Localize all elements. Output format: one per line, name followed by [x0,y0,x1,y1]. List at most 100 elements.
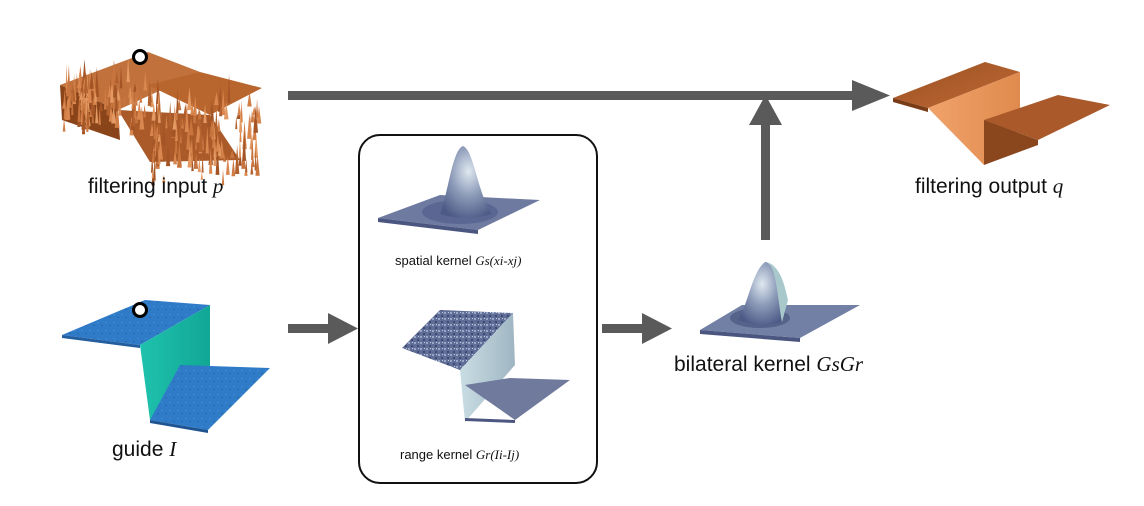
noise-spike [114,71,120,84]
noise-spike [94,92,98,102]
noise-spike [118,96,122,116]
noise-spike [158,134,162,153]
noise-spike [250,155,255,168]
noise-spike [256,106,262,124]
noise-spike [106,104,109,115]
noise-spike [131,82,135,110]
noise-spike [201,152,204,173]
noise-spike [153,114,156,140]
noise-spike [143,70,148,91]
noise-spike [143,104,147,118]
noise-spike [198,125,203,153]
arrow-input-to-output [288,80,890,111]
noise-spike [250,161,254,175]
noise-spike [203,104,207,123]
noise-spike [213,140,217,167]
noise-spike [234,145,240,175]
noise-spike [135,80,140,98]
noise-spike [111,106,117,124]
noise-spike [229,149,235,159]
noise-spike [147,82,152,103]
noise-spike [114,82,118,112]
noise-spike [245,158,248,173]
label-bilateral-kernel-symbol: GsGr [816,352,864,376]
noise-spike [134,92,137,118]
noise-spike [183,103,188,115]
noise-spike [111,60,117,86]
noise-spike [155,140,159,162]
arrow-kernels-to-bilateral [602,313,672,344]
label-guide: guide I [112,437,176,462]
noise-spike [77,94,81,122]
noise-spike [197,110,202,120]
noise-spike [83,71,89,94]
noise-spike [89,71,94,89]
label-filtering-input-text: filtering input [88,175,213,198]
noise-spike [190,102,195,116]
label-bilateral-kernel: bilateral kernel GsGr [674,352,863,377]
noise-spike [136,99,142,120]
noise-spike [62,100,66,109]
noise-spike [255,154,260,176]
noise-spike [254,147,257,171]
noise-spike [212,119,215,149]
noise-spike [188,117,194,136]
label-guide-symbol: I [169,437,177,461]
range-kernel-surface [402,310,570,423]
noise-spike [184,109,189,133]
noise-spike [231,158,236,177]
label-filtering-output: filtering output q [915,174,1063,199]
noise-spike [98,100,104,112]
noise-spike [209,146,213,174]
noise-spike [214,111,219,134]
noise-spike [71,89,74,115]
noise-spike [223,153,227,162]
noise-spike [239,123,242,143]
noise-spike [191,159,194,171]
noise-spike [65,76,71,97]
noise-spike [223,102,229,120]
arrows [288,80,890,344]
noise-spike [176,87,179,114]
noise-spike [175,120,178,142]
noise-spike [162,174,166,183]
noise-spike [150,154,154,173]
noise-spike [239,107,243,133]
bilateral-kernel-surface [700,262,860,342]
noise-spike [165,146,171,167]
noise-spike [221,169,225,186]
noise-spike [209,120,214,137]
noise-spike [91,106,94,124]
noise-spike [215,145,220,175]
arrow-bilateral-up [749,95,782,240]
noise-spike [187,86,192,111]
noise-spike [89,108,93,118]
noise-spike [247,91,252,107]
noise-spike [161,120,166,145]
noise-spike [193,96,197,116]
noise-spike [151,168,154,179]
noise-spike [119,65,123,89]
noise-spike [133,83,137,92]
label-filtering-input: filtering input p [88,174,223,199]
noise-spike [168,101,172,127]
noise-spike [151,103,157,121]
noise-spike [178,114,183,125]
label-filtering-output-symbol: q [1052,174,1064,198]
noise-spike [217,142,222,156]
noise-spike [194,136,198,150]
noise-spike [250,110,254,123]
noise-spike [187,145,192,168]
noise-spike [153,152,156,181]
noise-spike [205,126,209,154]
label-spatial-kernel-symbol: Gs(xi-xj) [475,253,522,268]
noise-spike [79,91,83,100]
noise-spike [103,85,107,110]
arrow-guide-to-kernels [288,313,358,344]
noise-spike [157,108,161,123]
label-bilateral-kernel-text: bilateral kernel [674,353,817,376]
spatial-kernel-surface [378,146,540,234]
noise-spike [209,98,212,113]
noise-spike [194,153,199,169]
